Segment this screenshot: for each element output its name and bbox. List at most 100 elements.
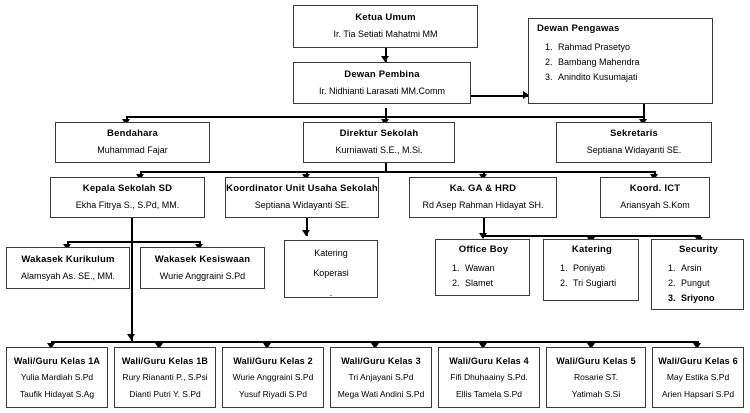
node-class-5[interactable]: Wali/Guru Kelas 5 Rosarie ST. Yatimah S.… [546, 347, 646, 408]
teacher-secondary: Taufik Hidayat S.Ag [19, 388, 95, 399]
connector-ketua-to-pembina [385, 47, 387, 62]
node-direktur-sekolah[interactable]: Direktur Sekolah Kurniawati S.E., M.Si. [303, 122, 455, 163]
node-kepala-sekolah-sd[interactable]: Kepala Sekolah SD Ekha Fitrya S., S.Pd, … [50, 177, 205, 218]
teacher-primary: Rury Riananti P., S.Psi [122, 371, 208, 382]
connector-pembina-down [385, 108, 387, 117]
node-name: Ir. Tia Setiati Mahatmi MM [333, 29, 438, 40]
node-name: Muhammad Fajar [97, 145, 168, 156]
bus-wakasek [67, 241, 200, 243]
arrow-to-class-0 [47, 343, 55, 349]
bus-level3 [140, 171, 654, 173]
node-class-3[interactable]: Wali/Guru Kelas 3 Tri Anjayani S.Pd Mega… [330, 347, 432, 408]
teacher-primary: Rosarie ST. [574, 371, 618, 382]
node-title: Wali/Guru Kelas 4 [449, 356, 529, 367]
node-name: Septiana Widayanti SE. [586, 145, 682, 156]
node-class-2[interactable]: Wali/Guru Kelas 2 Wurie Anggraini S.Pd Y… [222, 347, 324, 408]
node-class-1b[interactable]: Wali/Guru Kelas 1B Rury Riananti P., S.P… [114, 347, 216, 408]
node-office-boy[interactable]: Office Boy Wawan Slamet [435, 239, 530, 296]
node-title: Wali/Guru Kelas 1A [13, 356, 101, 367]
node-name: Ekha Fitrya S., S.Pd, MM. [75, 200, 180, 211]
node-title: Ketua Umum [355, 12, 416, 24]
connector-direktur-down [385, 163, 387, 172]
arrow-kepala-to-classes [127, 334, 135, 340]
teacher-primary: Wurie Anggraini S.Pd [232, 371, 314, 382]
node-title: Dewan Pembina [344, 68, 420, 80]
arrow-to-class-6 [693, 343, 701, 349]
node-class-6[interactable]: Wali/Guru Kelas 6 May Estika S.Pd Arien … [652, 347, 744, 408]
node-name: Rd Asep Rahman Hidayat SH. [422, 200, 544, 211]
node-dewan-pembina[interactable]: Dewan Pembina Ir. Nidhianti Larasati MM.… [293, 62, 471, 104]
list-item: Slamet [462, 278, 495, 288]
node-koordinator-unit-usaha[interactable]: Koordinator Unit Usaha Sekolah Septiana … [225, 177, 379, 218]
bus-level3-drop-b [306, 171, 308, 176]
arrow-pembina-to-pengawas [523, 91, 529, 99]
connector-kepala-to-classes [131, 218, 133, 341]
node-title: Sekretaris [610, 128, 658, 140]
node-wakasek-kesiswaan[interactable]: Wakasek Kesiswaan Wurie Anggraini S.Pd [140, 247, 265, 289]
node-title: Wali/Guru Kelas 5 [556, 356, 636, 367]
node-security[interactable]: Security Arsin Pungut Sriyono [651, 239, 744, 310]
node-bendahara[interactable]: Bendahara Muhammad Fajar [55, 122, 210, 163]
arrow-to-unit-usaha-list [302, 230, 310, 236]
node-title: Katering [571, 244, 613, 255]
node-title: Wali/Guru Kelas 1B [121, 356, 209, 367]
node-katering-staff[interactable]: Katering Poniyati Tri Sugiarti [543, 239, 639, 301]
node-ketua-umum[interactable]: Ketua Umum Ir. Tia Setiati Mahatmi MM [293, 5, 478, 48]
teacher-primary: Tri Anjayani S.Pd [348, 371, 414, 382]
teacher-secondary: Arien Hapsari S.Pd [661, 388, 735, 399]
list-item: Bambang Mahendra [555, 57, 640, 67]
node-koord-ict[interactable]: Koord. ICT Ariansyah S.Kom [600, 177, 710, 218]
connector-pengawas-down [643, 103, 645, 117]
list-item: Poniyati [570, 263, 616, 273]
arrow-to-class-4 [479, 343, 487, 349]
node-title: Office Boy [458, 244, 509, 255]
list-item: Tri Sugiarti [570, 278, 616, 288]
node-title: Wali/Guru Kelas 6 [658, 356, 738, 367]
list-item: Wawan [462, 263, 495, 273]
node-sekretaris[interactable]: Sekretaris Septiana Widayanti SE. [556, 122, 712, 163]
connector-kagahrd-down [483, 218, 485, 236]
arrow-to-class-5 [587, 343, 595, 349]
arrow-to-office-boy [479, 233, 487, 239]
list-item: Sriyono [678, 293, 715, 303]
node-name: Ariansyah S.Kom [620, 200, 690, 211]
katering-member-list: Poniyati Tri Sugiarti [552, 258, 616, 288]
list-item: . [329, 288, 333, 298]
arrow-to-class-3 [371, 343, 379, 349]
node-class-1a[interactable]: Wali/Guru Kelas 1A Yulia Mardiah S.Pd Ta… [6, 347, 108, 408]
node-title: Koordinator Unit Usaha Sekolah [226, 183, 378, 195]
node-name: Kurniawati S.E., M.Si. [335, 145, 423, 156]
node-name: Alamsyah As. SE., MM. [20, 270, 116, 281]
node-title: Direktur Sekolah [339, 128, 419, 140]
connector-pembina-to-pengawas [471, 95, 528, 97]
node-title: Wakasek Kesiswaan [154, 253, 251, 265]
node-wakasek-kurikulum[interactable]: Wakasek Kurikulum Alamsyah As. SE., MM. [6, 247, 130, 289]
list-item: Rahmad Prasetyo [555, 42, 640, 52]
bus-level3-drop-d [654, 171, 656, 176]
node-unit-usaha-list[interactable]: Katering Koperasi . [284, 240, 378, 298]
list-item: Katering [314, 248, 348, 258]
node-name: Ir. Nidhianti Larasati MM.Comm [318, 85, 446, 96]
node-title: Wakasek Kurikulum [21, 253, 115, 265]
list-item: Pungut [678, 278, 715, 288]
list-item: Anindito Kusumajati [555, 72, 640, 82]
node-title: Security [678, 244, 719, 255]
bus-level3-drop-a [140, 171, 142, 176]
node-title: Bendahara [107, 128, 158, 140]
node-title: Ka. GA & HRD [449, 183, 517, 195]
node-dewan-pengawas[interactable]: Dewan Pengawas Rahmad Prasetyo Bambang M… [528, 18, 713, 104]
arrow-to-class-2 [263, 343, 271, 349]
teacher-secondary: Yatimah S.Si [571, 388, 621, 399]
arrow-to-class-1 [155, 343, 163, 349]
node-title: Kepala Sekolah SD [82, 183, 173, 195]
teacher-secondary: Ellis Tamela S.Pd [456, 388, 522, 399]
node-title: Koord. ICT [629, 183, 681, 195]
connector-koordinator-down [306, 218, 308, 236]
node-class-4[interactable]: Wali/Guru Kelas 4 Fifi Dhuhaainy S.Pd. E… [438, 347, 540, 408]
teacher-secondary: Mega Wati Andini S.Pd [337, 388, 425, 399]
teacher-primary: Yulia Mardiah S.Pd [20, 371, 94, 382]
node-ka-ga-hrd[interactable]: Ka. GA & HRD Rd Asep Rahman Hidayat SH. [409, 177, 557, 218]
node-name: Septiana Widayanti SE. [254, 200, 350, 211]
list-item: Koperasi [313, 268, 349, 278]
teacher-secondary: Yusuf Riyadi S.Pd [238, 388, 308, 399]
